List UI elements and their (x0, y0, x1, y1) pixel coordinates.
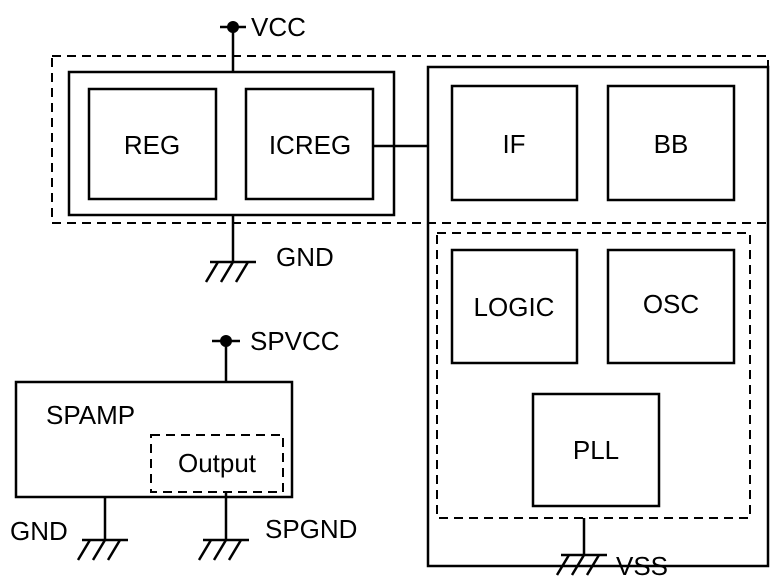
vss-hatch-3 (585, 554, 601, 576)
vss-domain-boundary (436, 232, 751, 519)
spgnd-hatch-3 (227, 539, 243, 561)
gnd-top-label: GND (276, 242, 334, 272)
vss-hatch-2 (570, 554, 586, 576)
output-block (150, 434, 284, 493)
gnd-bottom-label: GND (10, 516, 68, 546)
pll-label: PLL (573, 435, 619, 465)
gnd-top-symbol: GND (204, 215, 334, 283)
vss-label: VSS (616, 551, 668, 581)
gnd-bottom-hatch-3 (106, 539, 122, 561)
icreg-label: ICREG (269, 130, 351, 160)
gnd-top-hatch-1 (204, 261, 220, 283)
reg-block (87, 87, 218, 201)
icreg-block (244, 87, 375, 201)
spamp-label: SPAMP (46, 400, 135, 430)
gnd-bottom-hatch-2 (91, 539, 107, 561)
bb-label: BB (654, 129, 689, 159)
spgnd-hatch-2 (212, 539, 228, 561)
if-block (450, 84, 579, 202)
bb-block (606, 84, 736, 202)
reg-label: REG (124, 130, 180, 160)
vss-hatch-1 (555, 554, 571, 576)
gnd-top-hatch-3 (234, 261, 250, 283)
spgnd-hatch-1 (197, 539, 213, 561)
spgnd-label: SPGND (265, 514, 357, 544)
spvcc-label: SPVCC (250, 326, 340, 356)
logic-block (450, 248, 579, 365)
spgnd-symbol: SPGND (197, 492, 357, 561)
osc-block (606, 248, 736, 365)
gnd-bottom-hatch-1 (76, 539, 92, 561)
if-label: IF (502, 129, 525, 159)
ic-outer-box (426, 65, 770, 568)
logic-label: LOGIC (474, 292, 555, 322)
vcc-label: VCC (251, 12, 306, 42)
vss-symbol: VSS (555, 518, 668, 581)
spvcc-terminal: SPVCC (212, 326, 340, 382)
pll-block (531, 392, 661, 508)
gnd-top-hatch-2 (219, 261, 235, 283)
output-label: Output (178, 448, 257, 478)
gnd-bottom-symbol: GND (10, 497, 128, 561)
osc-label: OSC (643, 289, 699, 319)
vcc-terminal: VCC (220, 12, 306, 72)
regulator-group-box (67, 70, 396, 217)
spamp-block (14, 380, 294, 499)
